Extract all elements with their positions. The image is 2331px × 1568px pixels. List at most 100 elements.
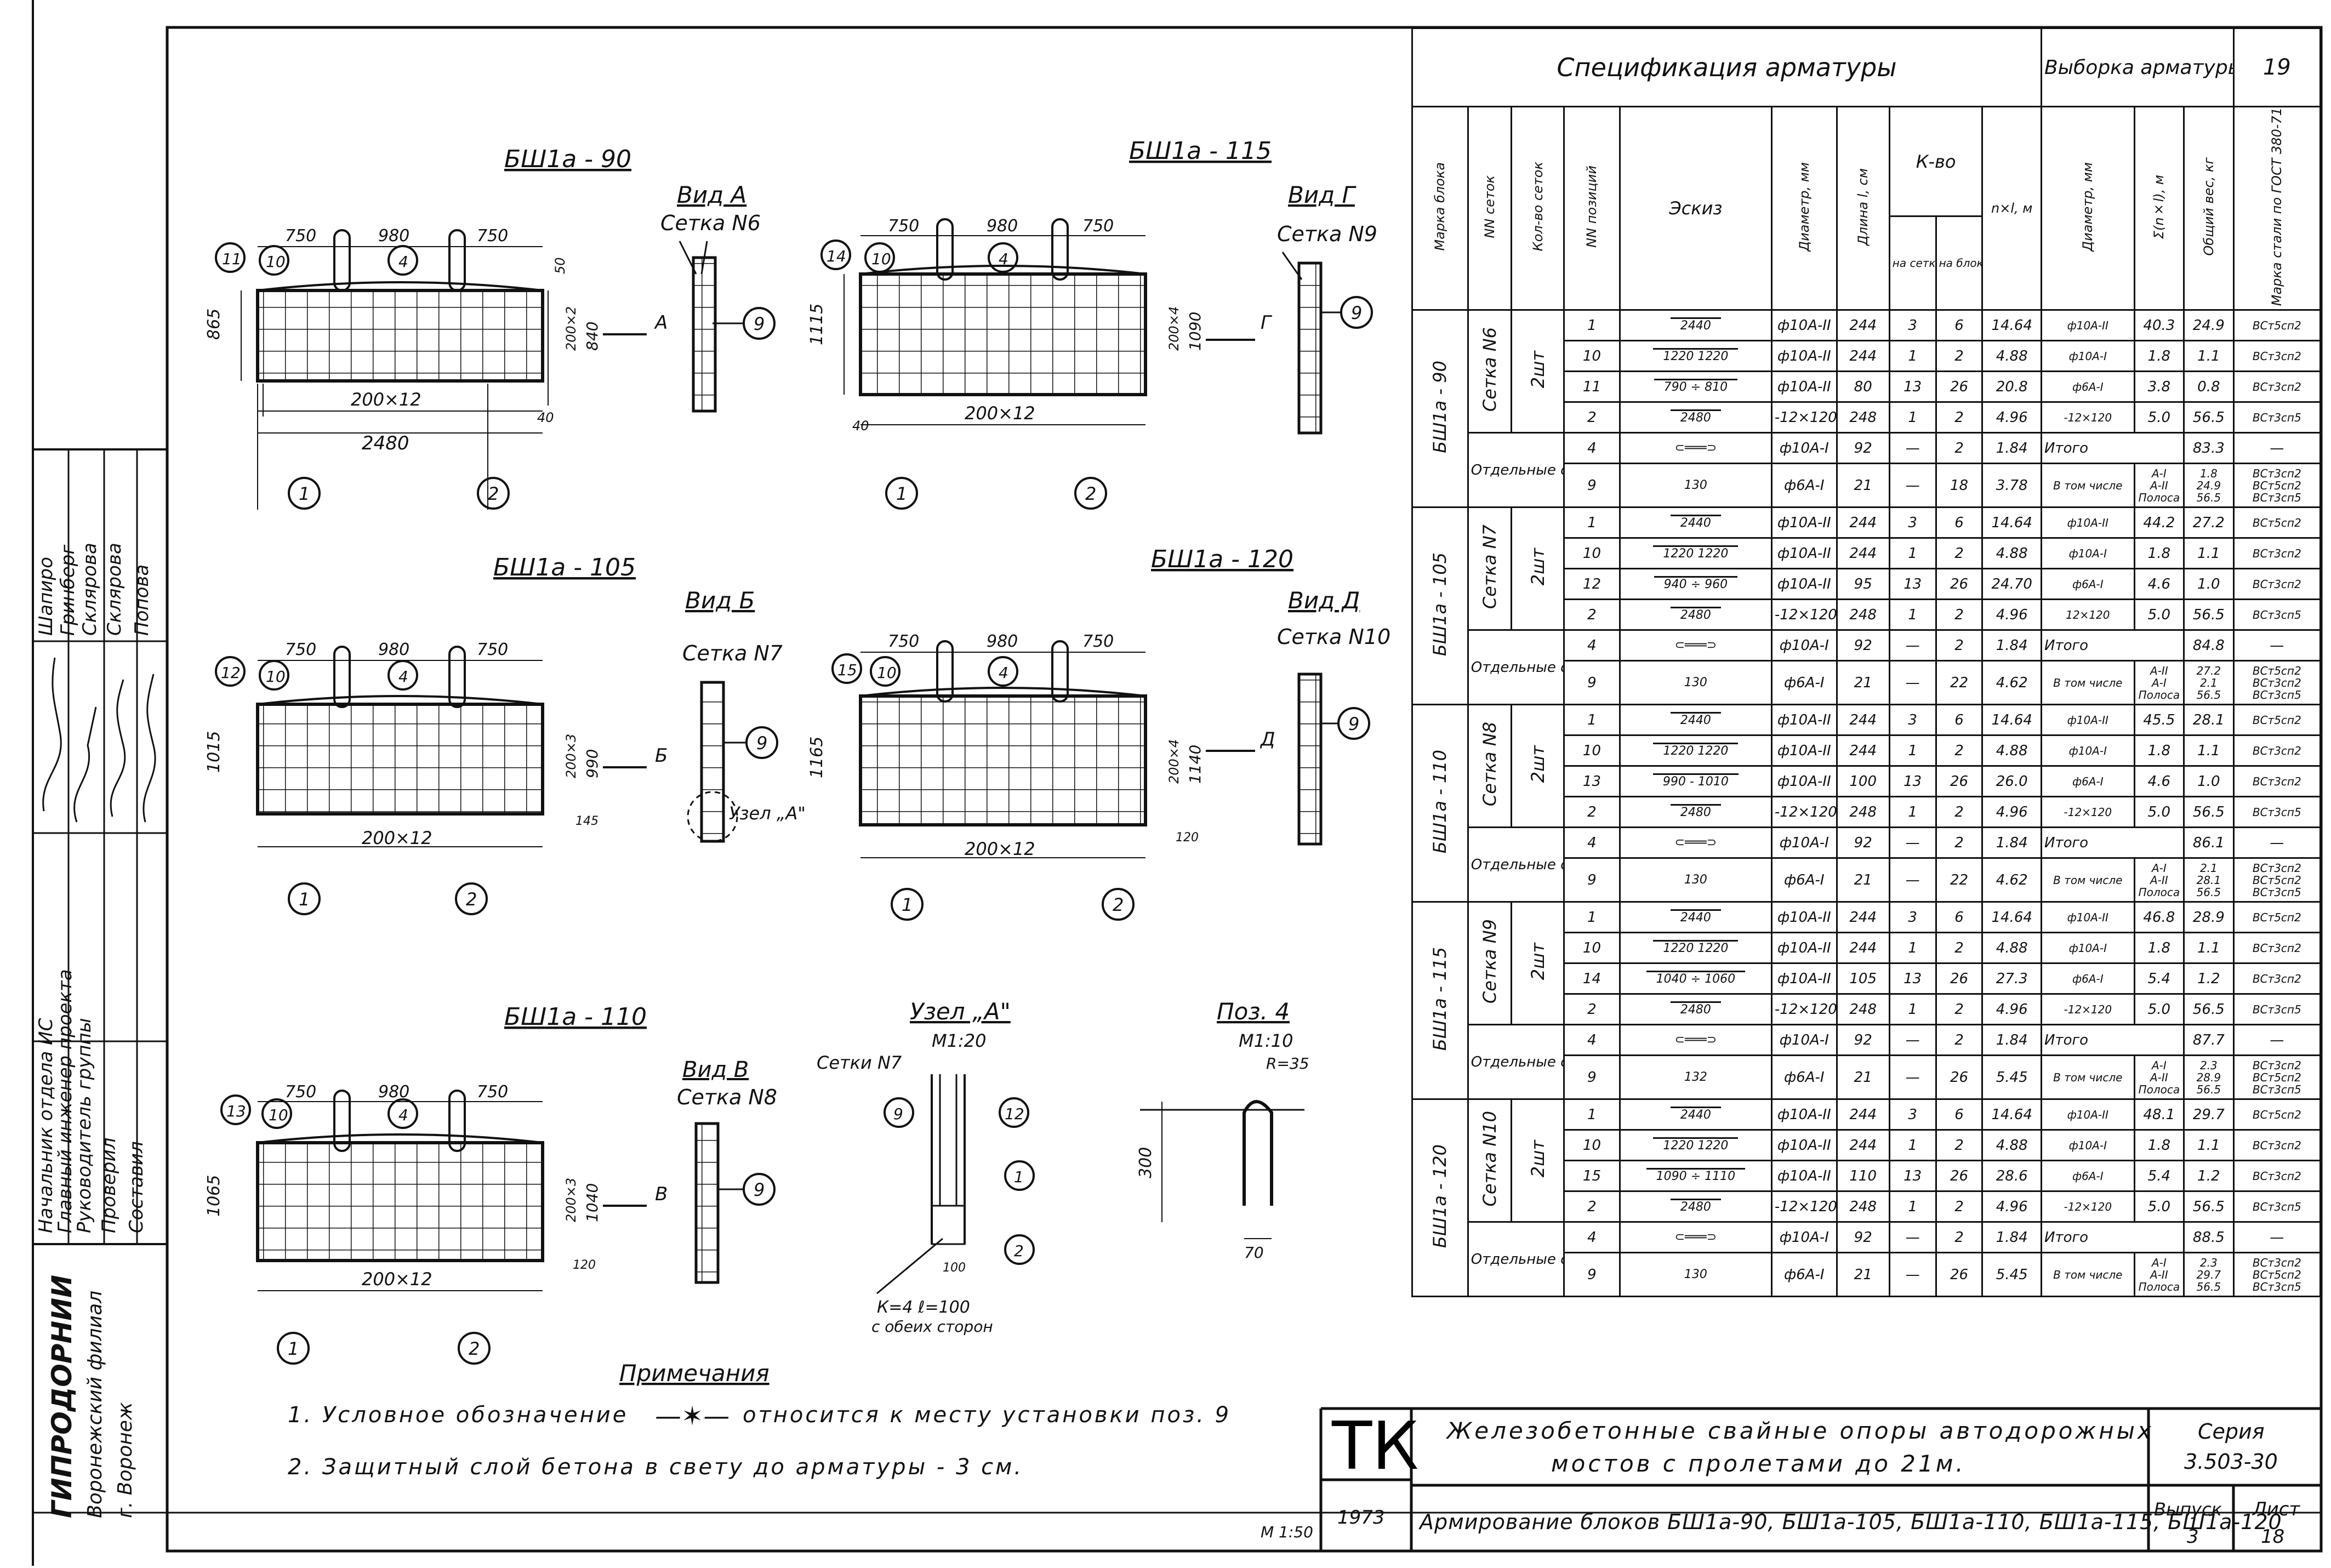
rebar-diameter: ф10А-II xyxy=(1770,765,1838,798)
callout-9-v: 9 xyxy=(754,1179,765,1200)
rebar-sketch: 2440 xyxy=(1618,309,1773,342)
callout-2-b115: 2 xyxy=(1085,483,1096,504)
total-length: 27.3 xyxy=(1981,962,2042,995)
callout-1-b90: 1 xyxy=(299,483,310,504)
sheet-value: 18 xyxy=(2261,1526,2284,1548)
rebar-diameter: ф6А-I xyxy=(1770,857,1838,903)
pos-number: 9 xyxy=(1563,1054,1621,1101)
tk-mark: ТК xyxy=(1331,1409,1419,1485)
total-length: 28.6 xyxy=(1981,1160,2042,1193)
pos-number: 4 xyxy=(1563,1221,1621,1254)
sketch-dimension: 2440 xyxy=(1670,712,1721,728)
qty-per-block: 2 xyxy=(1935,1221,1984,1254)
qty-per-block: 22 xyxy=(1935,660,1984,706)
rebar-sketch: 1220 1220 xyxy=(1618,734,1773,767)
callout-13: 13 xyxy=(226,1102,246,1120)
sel-diameter: ф6А-I xyxy=(2040,1160,2135,1193)
note-1: 1. Условное обозначение xyxy=(288,1402,628,1428)
col-mark: Марка блока xyxy=(1432,162,1448,251)
view-g-grid: Сетка N9 xyxy=(1277,222,1377,246)
sel-sum: 5.0 xyxy=(2133,598,2185,631)
dim-200x3-b110: 200×3 xyxy=(563,1178,579,1222)
sel-diameter: ф10А-II xyxy=(2040,309,2135,342)
arrow-g: Г xyxy=(1261,312,1273,334)
arrow-b: Б xyxy=(655,745,668,767)
qty-per-block: 26 xyxy=(1935,1252,1984,1298)
col-qty: К-во xyxy=(1888,106,1984,217)
block-grid-count-text: 2шт xyxy=(1527,548,1548,586)
dim-200x4-b120: 200×4 xyxy=(1166,739,1182,784)
qty-per-grid: 13 xyxy=(1888,370,1937,403)
sel-weight: 1.1 xyxy=(2183,537,2235,570)
sketch-dimension: 1220 1220 xyxy=(1653,940,1739,956)
pos-number: 1 xyxy=(1563,901,1621,934)
rebar-diameter: ф10А-II xyxy=(1770,309,1838,342)
incl-class-line: Полоса xyxy=(2138,885,2180,899)
rebar-length: 21 xyxy=(1836,463,1890,509)
dim-750-b120b: 750 xyxy=(1082,632,1114,651)
node-note-1: К=4 ℓ=100 xyxy=(877,1298,970,1317)
incl-class-line: А-I xyxy=(2151,1256,2167,1269)
qty-per-grid: — xyxy=(1888,826,1937,859)
sketch-dimension: 1220 1220 xyxy=(1653,743,1739,759)
rebar-diameter: -12×120 xyxy=(1770,796,1838,829)
sel-sum: 48.1 xyxy=(2133,1098,2185,1131)
rebar-length: 244 xyxy=(1836,1129,1890,1162)
drawing-scale: М 1:50 xyxy=(1261,1523,1313,1541)
sel-steel: ВСт5сп2 xyxy=(2232,901,2322,934)
node-a-grid: Сетки N7 xyxy=(817,1052,902,1073)
block-grid-text: Сетка N7 xyxy=(1479,524,1500,609)
rebar-length: 92 xyxy=(1836,1024,1890,1057)
pos-number: 4 xyxy=(1563,432,1621,465)
qty-per-grid: 3 xyxy=(1888,309,1937,342)
dim-1165: 1165 xyxy=(807,737,827,778)
incl-steel-line: ВСт3сп2 xyxy=(2252,1256,2301,1269)
block-grid-count-text: 2шт xyxy=(1527,1140,1548,1178)
block-grid-count: 2шт xyxy=(1510,309,1565,434)
title-line-3: Армирование блоков БШ1а-90, БШ1а-105, БШ… xyxy=(1418,1510,2282,1534)
dim-750-b105a: 750 xyxy=(285,640,316,659)
incl-weight-line: 56.5 xyxy=(2196,1280,2221,1293)
sketch-dimension: 2480 xyxy=(1670,409,1721,425)
qty-per-grid: 3 xyxy=(1888,1098,1937,1131)
pos-number: 13 xyxy=(1563,765,1621,798)
incl-weight-line: 28.1 xyxy=(2196,873,2221,887)
pos4-dim-300: 300 xyxy=(1136,1147,1155,1178)
qty-per-block: 2 xyxy=(1935,598,1984,631)
qty-per-block: 22 xyxy=(1935,857,1984,903)
incl-weight-line: 2.1 xyxy=(2199,676,2218,689)
rebar-length: 110 xyxy=(1836,1160,1890,1193)
total-weight: 87.7 xyxy=(2183,1024,2235,1057)
callout-9-g: 9 xyxy=(1351,303,1362,323)
block-grid-text: Сетка N8 xyxy=(1479,722,1500,807)
total-length: 4.88 xyxy=(1981,340,2042,373)
total-length: 20.8 xyxy=(1981,370,2042,403)
callout-1-b120: 1 xyxy=(902,894,913,915)
qty-per-grid: 1 xyxy=(1888,598,1937,631)
sidebar-name-0: Шапиро xyxy=(35,557,57,636)
total-label: Итого xyxy=(2040,826,2185,859)
block-mark: БШ1а - 120 xyxy=(1411,1098,1469,1298)
rebar-length: 21 xyxy=(1836,857,1890,903)
qty-per-grid: 1 xyxy=(1888,993,1937,1026)
rebar-sketch: 2440 xyxy=(1618,901,1773,934)
col-sel-weight: Общий вес, кг xyxy=(2201,157,2216,256)
rebar-sketch: 1040 ÷ 1060 xyxy=(1618,962,1773,995)
dim-200x4-b115: 200×4 xyxy=(1166,306,1182,351)
total-label: Итого xyxy=(2040,1024,2185,1057)
sel-sum: 5.0 xyxy=(2133,401,2185,434)
sidebar-name-1: Гринберг xyxy=(57,544,79,636)
rebar-sketch: 130 xyxy=(1618,463,1773,509)
dim-750-b110a: 750 xyxy=(285,1082,316,1102)
sel-steel: ВСт5сп2 xyxy=(2232,1098,2322,1131)
dim-120-b120: 120 xyxy=(1176,831,1199,845)
pos-number: 4 xyxy=(1563,1024,1621,1057)
rebar-sketch: ⊂═══⊃ xyxy=(1618,826,1773,859)
org-branch: Воронежский филиал xyxy=(84,1291,106,1518)
rebar-sketch: 132 xyxy=(1618,1054,1773,1101)
incl-steel-line: ВСт3сп5 xyxy=(2252,885,2301,899)
